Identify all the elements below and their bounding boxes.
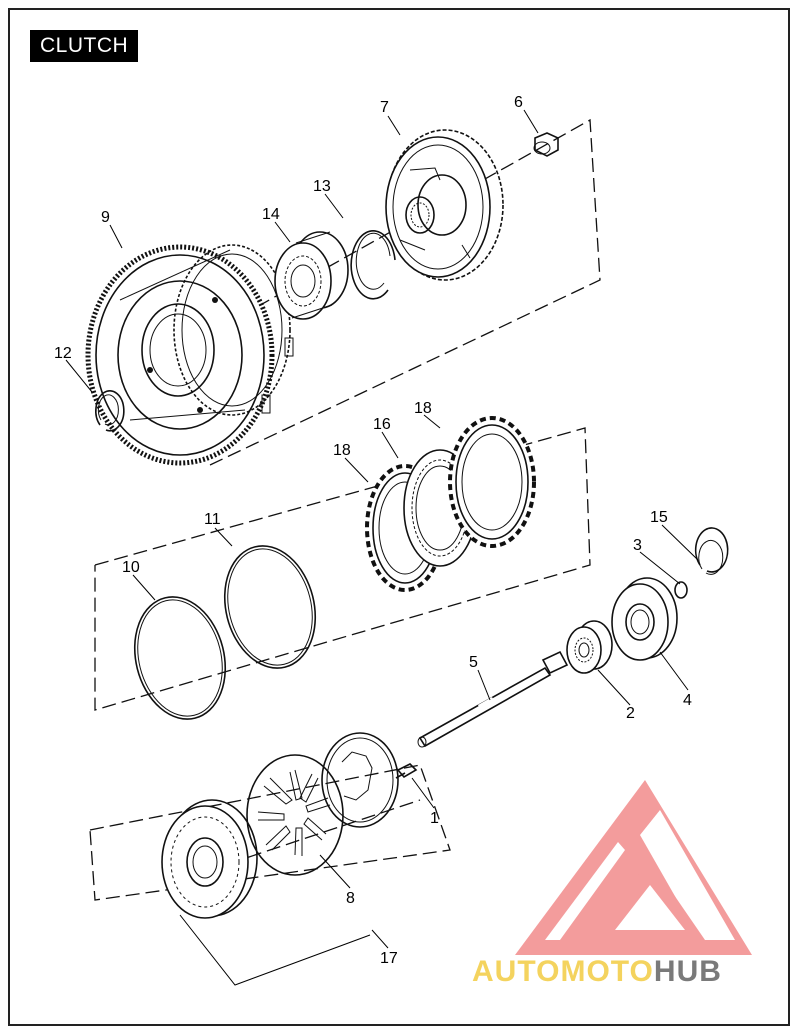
o-ring-part-11 — [223, 545, 317, 669]
watermark-text-hub: HUB — [653, 955, 722, 988]
retaining-ring-part-12 — [95, 389, 125, 432]
callout-labels: 1 2 3 4 5 6 7 8 9 10 11 12 13 14 15 16 1… — [54, 94, 692, 967]
watermark-text-moto: MOTO — [560, 955, 654, 988]
clutch-shell-part-9 — [85, 244, 294, 466]
callout-9: 9 — [101, 209, 110, 226]
callout-2: 2 — [626, 705, 635, 722]
diagram-frame — [8, 8, 790, 1026]
diagram-title: CLUTCH — [30, 30, 139, 62]
watermark-logo — [515, 780, 752, 955]
o-ring-part-10 — [133, 596, 227, 720]
callout-14: 14 — [262, 206, 280, 223]
callout-12: 12 — [54, 345, 72, 362]
callout-8: 8 — [346, 890, 355, 907]
callout-6: 6 — [514, 94, 523, 111]
friction-plate-part-18-rear — [448, 416, 536, 548]
retaining-ring-part-15 — [694, 527, 729, 575]
callout-3: 3 — [633, 537, 642, 554]
bearing-part-14 — [274, 231, 349, 320]
pressure-plate-part-17 — [161, 799, 258, 919]
callout-11: 11 — [204, 511, 221, 528]
callout-1: 1 — [430, 810, 439, 827]
assembly-bracket-part-17 — [179, 914, 371, 986]
screw-part-1 — [395, 763, 418, 779]
watermark-text-auto: AUTO — [472, 955, 561, 988]
nut-part-6 — [533, 132, 559, 157]
callout-15: 15 — [650, 509, 668, 526]
callout-17: 17 — [380, 950, 398, 967]
assembly-guide-lines — [89, 118, 601, 901]
callout-leader-lines — [65, 109, 699, 949]
retaining-ring-part-3 — [674, 581, 688, 599]
retaining-ring-part-13 — [350, 230, 396, 300]
callout-5: 5 — [469, 654, 478, 671]
callout-18-front: 18 — [333, 442, 351, 459]
clutch-hub-part-7 — [385, 129, 504, 281]
watermark-text: AUTOMOTOHUB — [472, 955, 722, 989]
callout-18-rear: 18 — [414, 400, 432, 417]
lock-plate — [321, 732, 399, 828]
callout-7: 7 — [380, 99, 389, 116]
callout-16: 16 — [373, 416, 391, 433]
callout-10: 10 — [122, 559, 140, 576]
callout-4: 4 — [683, 692, 692, 709]
release-plate-part-4 — [611, 577, 678, 661]
pushrod-part-5 — [417, 650, 569, 748]
bearing-part-2 — [566, 620, 613, 674]
diaphragm-spring-part-8 — [246, 754, 344, 876]
callout-13: 13 — [313, 178, 331, 195]
